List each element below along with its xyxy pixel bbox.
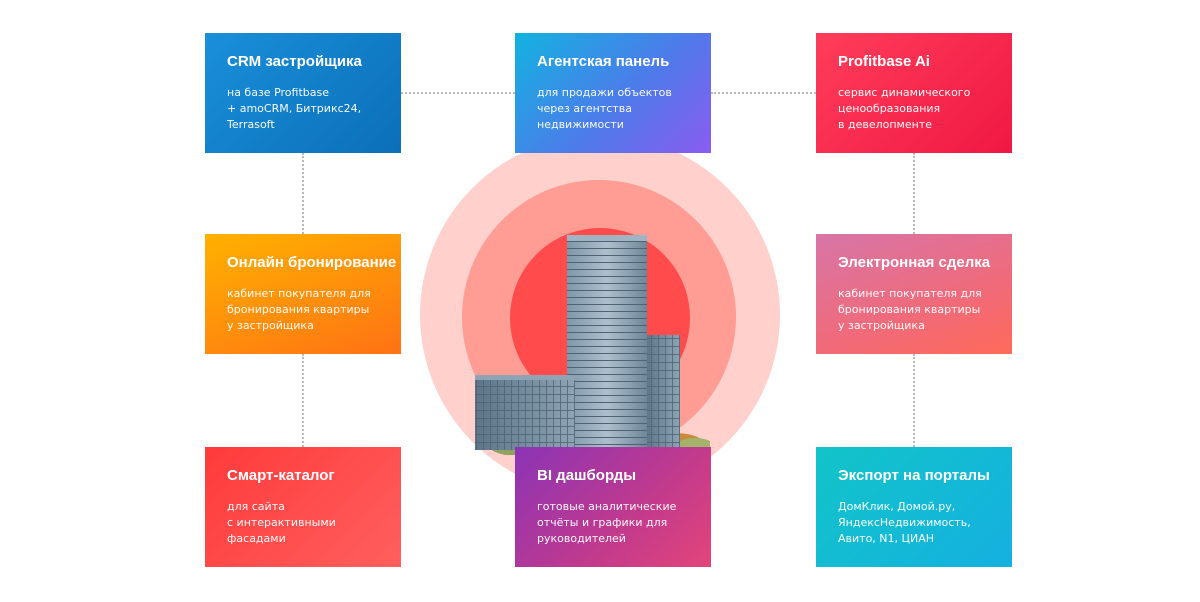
card-agent-desc: для продажи объектов через агентства нед… bbox=[537, 86, 672, 131]
card-crm: CRM застройщика на базе Profitbase + amo… bbox=[205, 33, 401, 153]
connector-right-top bbox=[913, 153, 915, 234]
card-agent-panel: Агентская панель для продажи объектов че… bbox=[515, 33, 711, 153]
connector-top-right bbox=[711, 92, 816, 94]
card-ai-desc: сервис динамического ценообразования в д… bbox=[838, 86, 971, 131]
card-profitbase-ai: Profitbase Ai сервис динамического ценоо… bbox=[816, 33, 1012, 153]
card-agent-title: Агентская панель bbox=[537, 53, 670, 70]
connector-top-left bbox=[401, 92, 515, 94]
card-export-title: Экспорт на порталы bbox=[838, 467, 990, 484]
card-crm-title: CRM застройщика bbox=[227, 53, 362, 70]
card-smart-catalog: Смарт-каталог для сайта с интерактивными… bbox=[205, 447, 401, 567]
card-portal-export: Экспорт на порталы ДомКлик, Домой.ру, Ян… bbox=[816, 447, 1012, 567]
card-catalog-desc: для сайта с интерактивными фасадами bbox=[227, 500, 336, 545]
card-electronic-deal: Электронная сделка кабинет покупателя дл… bbox=[816, 234, 1012, 354]
card-bi-title: BI дашборды bbox=[537, 467, 637, 484]
card-booking-title: Онлайн бронирование bbox=[227, 254, 397, 271]
connector-left-bottom bbox=[302, 354, 304, 447]
card-crm-desc: на базе Profitbase + amoCRM, Битрикс24, … bbox=[227, 86, 362, 131]
card-deal-desc: кабинет покупателя для бронирования квар… bbox=[838, 287, 982, 332]
card-booking-desc: кабинет покупателя для бронирования квар… bbox=[227, 287, 371, 332]
card-bi-dashboards: BI дашборды готовые аналитические отчёты… bbox=[515, 447, 711, 567]
card-ai-title: Profitbase Ai bbox=[838, 53, 930, 70]
card-bi-desc: готовые аналитические отчёты и графики д… bbox=[537, 500, 677, 545]
connector-left-top bbox=[302, 153, 304, 234]
connector-right-bottom bbox=[913, 354, 915, 447]
card-export-desc: ДомКлик, Домой.ру, ЯндексНедвижимость, А… bbox=[838, 500, 971, 545]
card-deal-title: Электронная сделка bbox=[838, 254, 991, 271]
card-online-booking: Онлайн бронирование кабинет покупателя д… bbox=[205, 234, 401, 354]
building-illustration bbox=[475, 235, 710, 455]
card-catalog-title: Смарт-каталог bbox=[227, 467, 335, 484]
